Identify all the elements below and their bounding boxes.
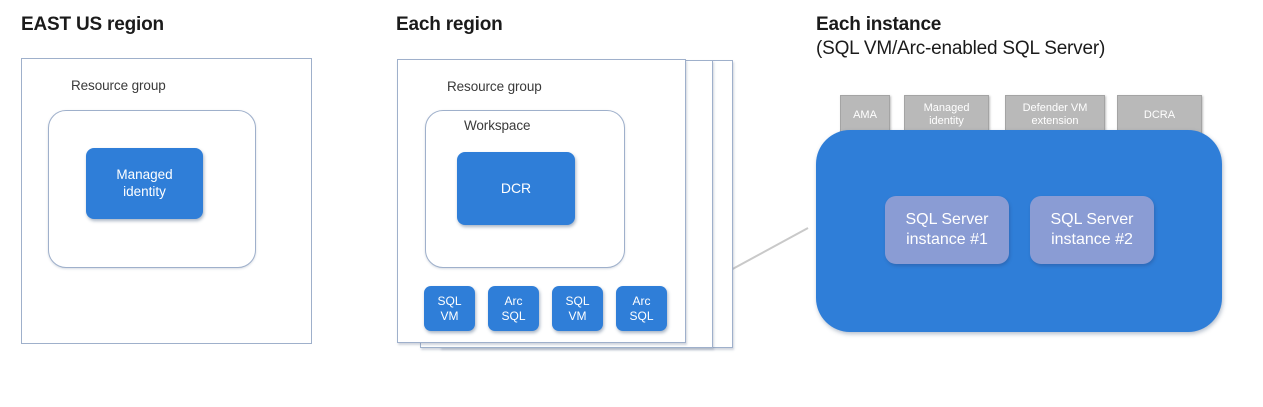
east-us-resource-group-caption: Resource group (71, 78, 166, 93)
region-resource-tile-2[interactable]: Arc SQL (488, 286, 539, 331)
region-resource-tile-1[interactable]: SQL VM (424, 286, 475, 331)
sql-server-instance-tile-1[interactable]: SQL Server instance #1 (885, 196, 1009, 264)
each-instance-panel-title: Each instance (816, 14, 942, 35)
each-instance-panel-subtitle: (SQL VM/Arc-enabled SQL Server) (816, 38, 1106, 59)
workspace-caption: Workspace (464, 118, 531, 133)
component-chip-dcra[interactable]: DCRA (1117, 95, 1202, 135)
region-resource-tile-3[interactable]: SQL VM (552, 286, 603, 331)
component-chip-defender-vm-extension[interactable]: Defender VM extension (1005, 95, 1105, 135)
managed-identity-tile[interactable]: Managed identity (86, 148, 203, 219)
instance-body-panel (816, 130, 1222, 332)
each-region-resource-group-caption: Resource group (447, 79, 542, 94)
component-chip-managed-identity[interactable]: Managed identity (904, 95, 989, 135)
sql-server-instance-tile-2[interactable]: SQL Server instance #2 (1030, 196, 1154, 264)
dcr-tile[interactable]: DCR (457, 152, 575, 225)
region-resource-tile-4[interactable]: Arc SQL (616, 286, 667, 331)
component-chip-ama[interactable]: AMA (840, 95, 890, 135)
each-region-panel-title: Each region (396, 14, 503, 35)
east-us-panel-title: EAST US region (21, 14, 164, 35)
